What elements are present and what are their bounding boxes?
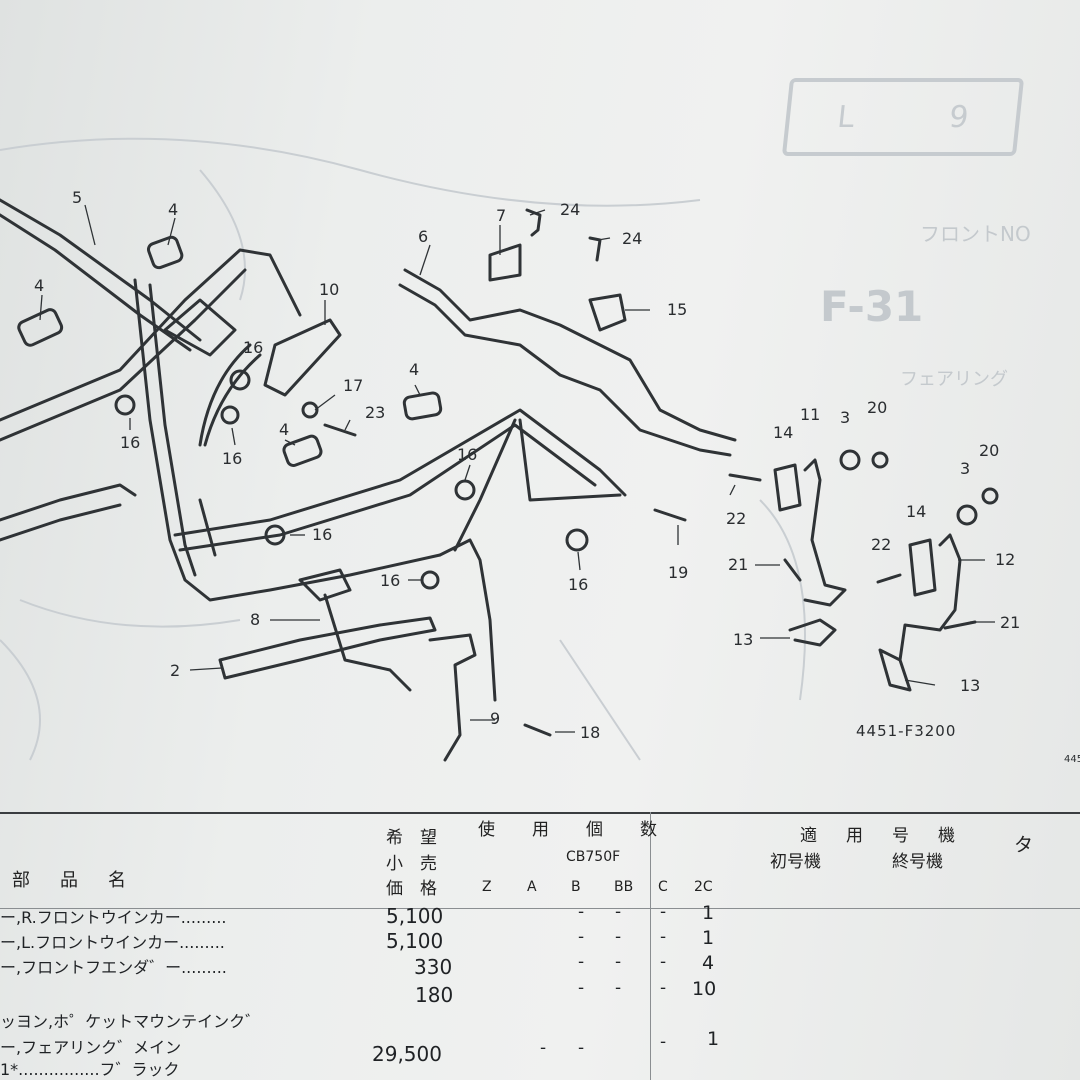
row-3-name: ー,フロントフエンダ゛ー......... <box>0 958 227 977</box>
row-3-c4: 4 <box>702 952 715 974</box>
header-price-2: 小 売 <box>386 854 437 874</box>
row-3-c2: - <box>615 952 622 972</box>
callout-16e: 16 <box>312 525 333 544</box>
callout-3b: 3 <box>960 459 971 478</box>
row-7-name: 1*................フ゛ラック <box>0 1060 180 1079</box>
header-applicable: 適 用 号 機 <box>800 826 961 846</box>
callout-24b: 24 <box>622 229 643 248</box>
callout-13a: 13 <box>733 630 754 649</box>
row-1-c4: 1 <box>702 902 715 924</box>
header-col-a: A <box>527 879 537 895</box>
callout-16b: 16 <box>222 449 243 468</box>
header-first-serial: 初号機 <box>770 852 821 872</box>
row-1-c2: - <box>615 902 622 922</box>
callout-14a: 14 <box>773 423 794 442</box>
header-price-3: 価 格 <box>386 879 437 899</box>
callout-22b: 22 <box>871 535 892 554</box>
row-2-price: 5,100 <box>386 929 444 953</box>
callout-15: 15 <box>667 300 688 319</box>
callout-8: 8 <box>250 610 261 629</box>
callout-9: 9 <box>490 709 501 728</box>
callout-23: 23 <box>365 403 386 422</box>
callout-20b: 20 <box>979 441 1000 460</box>
callout-21a: 21 <box>728 555 749 574</box>
header-col-z: Z <box>482 879 492 895</box>
header-price-1: 希 望 <box>386 828 437 848</box>
header-col-2c: 2C <box>694 879 713 895</box>
row-6-name: ー,フェアリンク゛メイン <box>0 1038 182 1057</box>
row-4-c1: - <box>578 978 585 998</box>
callout-4d: 4 <box>279 420 290 439</box>
table-divider <box>650 812 651 1080</box>
header-col-c: C <box>658 879 668 895</box>
callout-5: 5 <box>72 188 83 207</box>
callout-13b: 13 <box>960 676 981 695</box>
row-2-c1: - <box>578 927 585 947</box>
callout-4a: 4 <box>168 200 179 219</box>
callout-24a: 24 <box>560 200 581 219</box>
callout-4b: 4 <box>34 276 45 295</box>
row-5-name: ッヨン,ホ゜ケットマウンテインク゛ <box>0 1012 262 1031</box>
figure-reference-code: 4451-F3200 <box>856 722 957 740</box>
exploded-parts-diagram <box>0 137 999 762</box>
ghost-fairing-label: フェアリング <box>900 369 1008 390</box>
callout-22a: 22 <box>726 509 747 528</box>
row-4-c4: 10 <box>692 978 717 1000</box>
callout-7: 7 <box>496 206 507 225</box>
callout-12: 12 <box>995 550 1016 569</box>
header-col-b: B <box>571 879 581 895</box>
callout-6: 6 <box>418 227 429 246</box>
header-ta: タ <box>1014 834 1034 856</box>
row-7-c3: - <box>660 1032 667 1052</box>
row-3-c1: - <box>578 952 585 972</box>
callout-17: 17 <box>343 376 364 395</box>
row-3-c3: - <box>660 952 667 972</box>
header-parts-name: 部 品 名 <box>12 870 132 891</box>
figure-reference-small: 445 <box>1064 754 1080 765</box>
row-2-c4: 1 <box>702 927 715 949</box>
row-3-price: 330 <box>414 955 453 979</box>
row-7-c4: 1 <box>707 1028 720 1050</box>
callout-14b: 14 <box>906 502 927 521</box>
ghost-frame-label: フロントNO <box>920 222 1031 246</box>
row-2-name: ー,L.フロントウインカー......... <box>0 933 225 952</box>
row-1-price: 5,100 <box>386 904 444 928</box>
row-4-c3: - <box>660 978 667 998</box>
callout-20a: 20 <box>867 398 888 417</box>
callout-16a: 16 <box>120 433 141 452</box>
callout-10: 10 <box>319 280 340 299</box>
callout-19: 19 <box>668 563 689 582</box>
row-7-price: 29,500 <box>372 1042 442 1066</box>
row-1-name: ー,R.フロントウインカー......... <box>0 908 227 927</box>
callout-21b: 21 <box>1000 613 1021 632</box>
header-model: CB750F <box>566 849 621 865</box>
callout-18: 18 <box>580 723 601 742</box>
header-usage-qty: 使 用 個 数 <box>478 820 667 840</box>
ghost-frame-code: F-31 <box>820 282 924 331</box>
callout-16f: 16 <box>380 571 401 590</box>
row-2-c3: - <box>660 927 667 947</box>
row-1-c1: - <box>578 902 585 922</box>
row-4-price: 180 <box>415 983 454 1007</box>
header-last-serial: 終号機 <box>892 852 943 872</box>
callout-16d: 16 <box>457 445 478 464</box>
row-1-c3: - <box>660 902 667 922</box>
row-7-c2: - <box>578 1038 585 1058</box>
callout-16c: 16 <box>243 338 264 357</box>
row-2-c2: - <box>615 927 622 947</box>
callout-2: 2 <box>170 661 181 680</box>
header-col-bb: BB <box>614 879 634 895</box>
parts-table <box>0 812 1080 1080</box>
callout-4c: 4 <box>409 360 420 379</box>
row-7-c1: - <box>540 1038 547 1058</box>
callout-16g: 16 <box>568 575 589 594</box>
row-4-c2: - <box>615 978 622 998</box>
callout-11: 11 <box>800 405 821 424</box>
callout-3a: 3 <box>840 408 851 427</box>
table-header-rule <box>0 908 1080 909</box>
